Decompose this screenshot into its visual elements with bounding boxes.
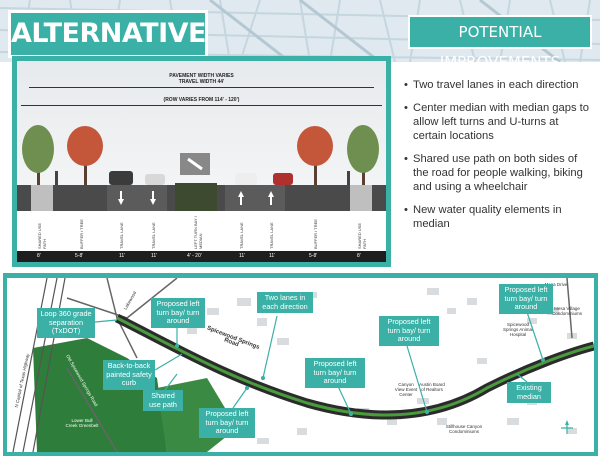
callout-leaders	[94, 311, 546, 417]
greenbelt-label: Lower Bull Creek Greenbelt	[65, 418, 99, 428]
dimension-value: 11'	[269, 253, 276, 259]
dimension-value: 11'	[239, 253, 246, 259]
improvement-item: New water quality elements in median	[404, 203, 594, 231]
shared-use-path-left	[31, 185, 53, 211]
travel-lanes-right	[225, 185, 285, 211]
zone-label: SHARED USE PATH	[357, 222, 367, 249]
callout-left-turn: Proposed left turn bay/ turn around	[379, 316, 439, 346]
dimension-value: 8'	[37, 253, 41, 259]
zone-label: TRAVEL LANE	[119, 222, 124, 249]
zone-label: BUFFER / TREE	[313, 219, 318, 249]
section-subtitle: POTENTIAL IMPROVEMENTS	[408, 15, 592, 71]
row-dimension-line	[21, 105, 382, 106]
pavement-width-label: PAVEMENT WIDTH VARIES	[169, 73, 234, 79]
dimension-value: 5-8'	[309, 253, 318, 259]
corridor-map: Spicewood Springs Road N Capital of Texa…	[7, 278, 594, 452]
callout-left-turn: Proposed left turn bay/ turn around	[151, 298, 205, 328]
callout-two-lanes: Two lanes in each direction	[257, 292, 313, 314]
improvement-item: Two travel lanes in each direction	[404, 78, 594, 92]
zone-label: SHARED USE PATH	[37, 222, 47, 249]
callout-left-turn: Proposed left turn bay/ turn around	[305, 358, 365, 388]
place-label: Mesa Village Condominiums	[551, 306, 582, 316]
zone-label: TRAVEL LANE	[239, 222, 244, 249]
place-label: Austin Board of Realtors	[419, 382, 445, 392]
callout-left-turn: Proposed left turn bay/ turn around	[199, 408, 255, 438]
zone-label: TRAVEL LANE	[269, 222, 274, 249]
place-label: Stillhouse Canyon Condominiums	[445, 424, 483, 434]
zone-label: BUFFER / TREE	[79, 219, 84, 249]
improvement-item: Shared use path on both sides of the roa…	[404, 152, 594, 194]
callout-back-to-back: Back-to-back painted safety curb	[103, 360, 155, 390]
dimension-values: 8' 5-8' 11' 11' 4' - 20' 11' 11' 5-8' 8'	[17, 251, 386, 262]
zone-labels-band	[17, 211, 386, 251]
travel-width-label: TRAVEL WIDTH 44'	[178, 79, 225, 85]
travel-lanes-left	[107, 185, 167, 211]
row-width-label: (ROW VARIES FROM 114' - 120')	[163, 97, 240, 103]
callout-loop360: Loop 360 grade separation (TxDOT)	[37, 308, 95, 338]
street-label: Mesa Drive	[544, 282, 568, 287]
improvement-item: Center median with median gaps to allow …	[404, 101, 594, 143]
place-label: Canyon View Event Center	[394, 382, 418, 397]
tree-right-red	[297, 126, 333, 186]
callout-shared-use-path: Shared use path	[143, 390, 183, 412]
callout-left-turn: Proposed left turn bay/ turn around	[499, 284, 553, 314]
lane-arrows	[118, 191, 274, 205]
dimension-value: 8'	[357, 253, 361, 259]
tree-left-red	[67, 126, 103, 186]
tree-left-green	[22, 125, 54, 186]
pavement-dimension-line	[29, 87, 374, 88]
place-label: Spicewood Springs Animal Hospital	[502, 322, 533, 337]
zone-labels: SHARED USE PATH BUFFER / TREE TRAVEL LAN…	[17, 211, 386, 251]
zone-label: TRAVEL LANE	[151, 222, 156, 249]
callout-existing-median: Existing median	[507, 382, 551, 404]
dimension-strip	[17, 251, 386, 262]
zone-label: LEFT TURN BAY / MEDIAN	[193, 216, 203, 249]
dimension-value: 11'	[151, 253, 158, 259]
trees-and-vehicles	[22, 125, 379, 186]
dimension-value: 11'	[119, 253, 126, 259]
tree-right-green	[347, 125, 379, 186]
north-arrow-icon	[561, 420, 573, 434]
road-cross-section: PAVEMENT WIDTH VARIES TRAVEL WIDTH 44' (…	[17, 61, 386, 262]
shared-use-path-right	[350, 185, 372, 211]
median-planting	[175, 183, 217, 211]
dimension-value: 5-8'	[75, 253, 84, 259]
dimension-value: 4' - 20'	[187, 253, 202, 259]
page-title: ALTERNATIVE C	[8, 10, 208, 91]
improvements-list: Two travel lanes in each direction Cente…	[404, 78, 594, 240]
